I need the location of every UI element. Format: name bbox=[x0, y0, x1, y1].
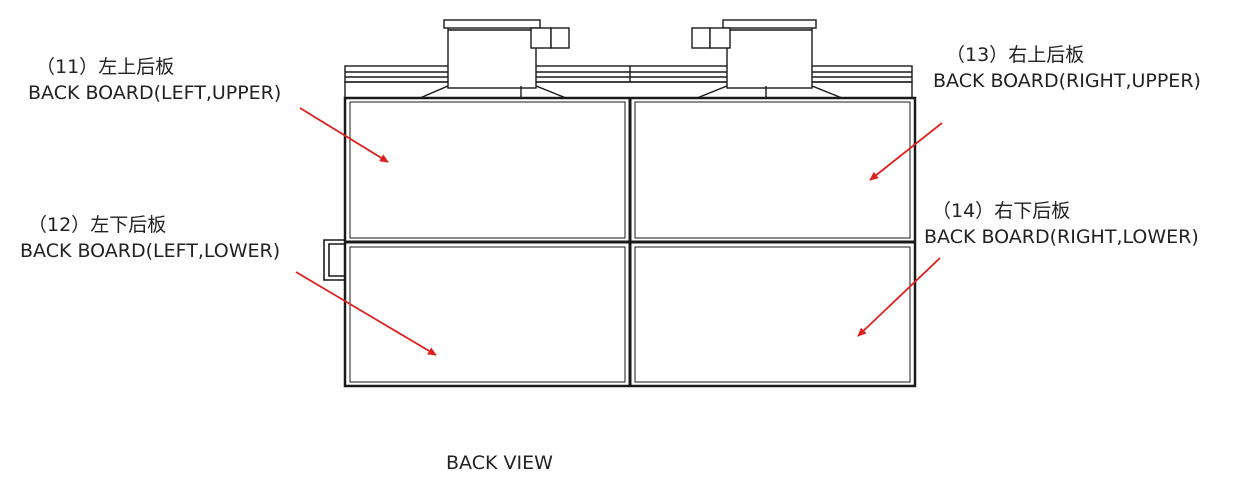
panel-13-name-cn: 右上后板 bbox=[1008, 44, 1085, 66]
panel-14-label: （14）右下后板 BACK BOARD(RIGHT,LOWER) bbox=[924, 198, 1199, 250]
panel-11-label: （11）左上后板 BACK BOARD(LEFT,UPPER) bbox=[28, 54, 281, 106]
leader-arrows bbox=[295, 107, 943, 356]
panel-12-name-en: BACK BOARD(LEFT,LOWER) bbox=[20, 240, 281, 262]
panel-12-number: （12） bbox=[28, 214, 91, 236]
arrow-panel-13 bbox=[869, 122, 943, 181]
side-handle bbox=[323, 239, 345, 281]
panel-14-name-cn: 右下后板 bbox=[994, 200, 1071, 222]
right-exhaust-duct bbox=[691, 19, 843, 99]
arrow-panel-11 bbox=[299, 107, 389, 163]
panel-12-label: （12）左下后板 BACK BOARD(LEFT,LOWER) bbox=[20, 212, 280, 264]
panel-13-number: （13） bbox=[946, 44, 1009, 66]
cabinet-frame bbox=[343, 96, 917, 388]
panel-13-label: （13）右上后板 BACK BOARD(RIGHT,UPPER) bbox=[933, 42, 1201, 94]
panel-14-number: （14） bbox=[932, 200, 995, 222]
panel-11-number: （11） bbox=[36, 56, 99, 78]
panel-13-name-en: BACK BOARD(RIGHT,UPPER) bbox=[933, 70, 1201, 92]
arrow-panel-12 bbox=[295, 271, 437, 356]
panel-12-name-cn: 左下后板 bbox=[90, 214, 167, 236]
left-exhaust-duct bbox=[419, 19, 570, 99]
panel-11-name-en: BACK BOARD(LEFT,UPPER) bbox=[28, 82, 282, 104]
panel-11-name-cn: 左上后板 bbox=[98, 56, 175, 78]
arrow-panel-14 bbox=[857, 257, 941, 337]
view-title: BACK VIEW bbox=[446, 452, 553, 474]
panel-14-name-en: BACK BOARD(RIGHT,LOWER) bbox=[924, 226, 1199, 248]
